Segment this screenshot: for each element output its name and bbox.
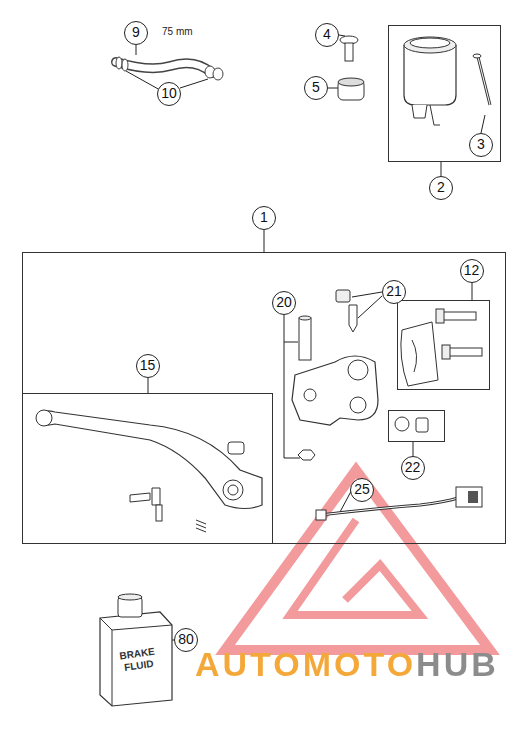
callout-number: 1 [252,206,276,230]
callout-number: 25 [350,478,374,502]
callout-number: 21 [382,280,406,304]
dimension-label: 75 mm [162,26,193,37]
callout-number: 12 [460,259,484,283]
callout-number: 15 [136,354,160,378]
group-frame: 22 [388,410,445,442]
group-frame: 1151222 [22,252,506,544]
callout-number: 22 [401,456,425,480]
callout-number: 4 [315,23,339,47]
callout-number: 10 [157,82,181,106]
callout-number: 2 [429,176,453,200]
callout-number: 3 [469,133,493,157]
watermark: AUTOMOTOHUB [195,645,499,684]
group-frame: 12 [397,300,490,390]
callout-number: 5 [304,76,328,100]
callout-number: 20 [272,291,296,315]
group-frame: 15 [22,393,273,544]
callout-number: 9 [124,21,148,45]
